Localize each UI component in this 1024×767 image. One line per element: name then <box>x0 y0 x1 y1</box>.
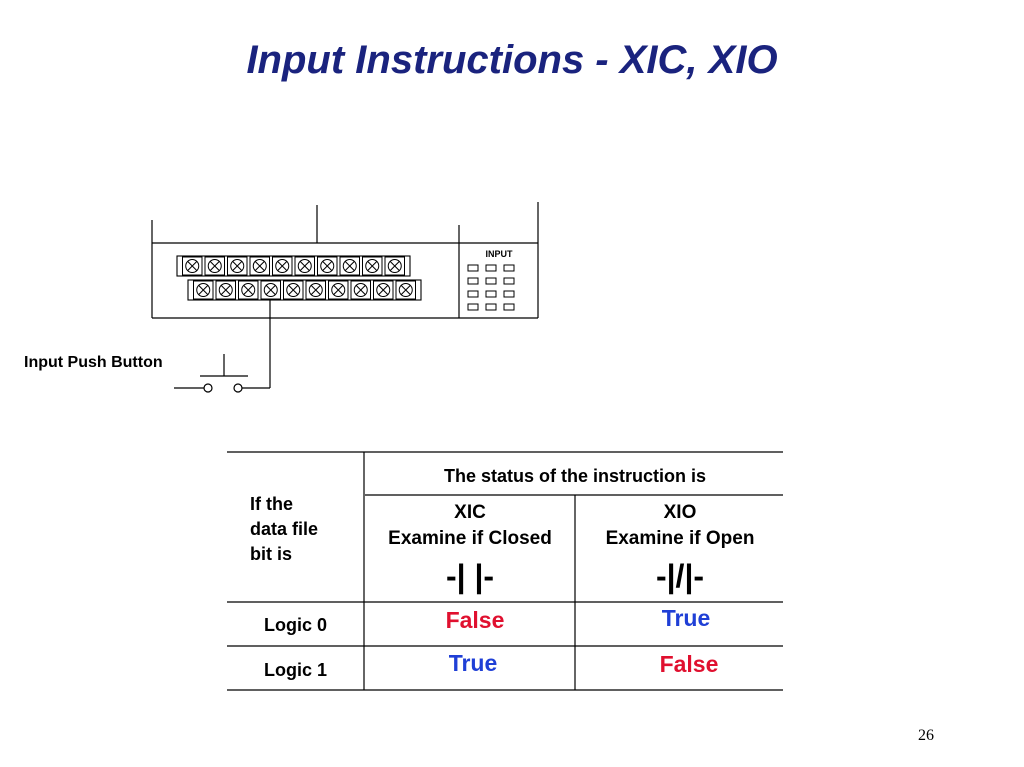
input-led-indicator <box>467 290 479 298</box>
terminal-screw-icon <box>317 256 338 276</box>
terminal-screw-icon <box>182 256 203 276</box>
table-header: The status of the instruction is <box>443 466 707 486</box>
terminal-screw-icon <box>215 280 236 300</box>
terminal-strip-top <box>176 255 411 277</box>
terminal-screw-icon <box>272 256 293 276</box>
input-led-indicator <box>503 264 515 272</box>
column-xic: XIC Examine if Closed -| |- <box>365 500 575 598</box>
input-led-indicator <box>503 303 515 311</box>
terminal-screw-icon <box>373 280 394 300</box>
terminal-screw-icon <box>227 256 248 276</box>
input-led-indicator <box>485 277 497 285</box>
row-header: If the data file bit is <box>250 494 319 565</box>
terminal-screw-icon <box>294 256 315 276</box>
cell-logic1-xio: False <box>659 651 719 677</box>
column-xio-description: Examine if Open <box>605 527 755 549</box>
terminal-screw-icon <box>305 280 326 300</box>
input-led-grid <box>467 264 515 311</box>
terminal-screw-icon <box>238 280 259 300</box>
push-button-icon <box>174 354 248 393</box>
terminal-screw-icon <box>350 280 371 300</box>
terminal-screw-icon <box>395 280 416 300</box>
input-module-label: INPUT <box>485 249 513 259</box>
terminal-screw-icon <box>193 280 214 300</box>
xio-symbol: -|/|- <box>655 558 705 595</box>
terminal-screw-icon <box>384 256 405 276</box>
input-led-indicator <box>485 290 497 298</box>
plc-chassis <box>151 202 539 319</box>
terminal-screw-icon <box>204 256 225 276</box>
input-wire <box>242 300 271 389</box>
terminal-screw-icon <box>339 256 360 276</box>
input-led-indicator <box>467 264 479 272</box>
cell-logic0-xic: False <box>445 607 505 633</box>
column-xio: XIO Examine if Open -|/|- <box>575 500 785 598</box>
terminal-screw-icon <box>328 280 349 300</box>
terminal-screw-icon <box>362 256 383 276</box>
column-xic-name: XIC <box>454 502 486 523</box>
input-led-indicator <box>503 277 515 285</box>
xic-symbol: -| |- <box>445 558 495 595</box>
terminal-screw-icon <box>283 280 304 300</box>
input-led-indicator <box>467 277 479 285</box>
terminal-screw-icon <box>249 256 270 276</box>
input-led-indicator <box>467 303 479 311</box>
column-xic-description: Examine if Closed <box>388 527 552 549</box>
input-led-indicator <box>485 264 497 272</box>
page-number: 26 <box>918 727 934 744</box>
push-button-label: Input Push Button <box>24 354 163 371</box>
slide-title: Input Instructions - XIC, XIO <box>246 38 778 82</box>
row-label-logic-1: Logic 1 <box>263 660 327 680</box>
truth-table-grid <box>227 451 783 691</box>
cell-logic0-xio: True <box>661 605 711 631</box>
cell-logic1-xic: True <box>448 650 498 676</box>
row-label-logic-0: Logic 0 <box>263 615 327 635</box>
column-xio-name: XIO <box>663 502 697 523</box>
terminal-strip-bottom <box>187 279 422 301</box>
terminal-screw-icon <box>260 280 281 300</box>
input-led-indicator <box>485 303 497 311</box>
input-led-indicator <box>503 290 515 298</box>
